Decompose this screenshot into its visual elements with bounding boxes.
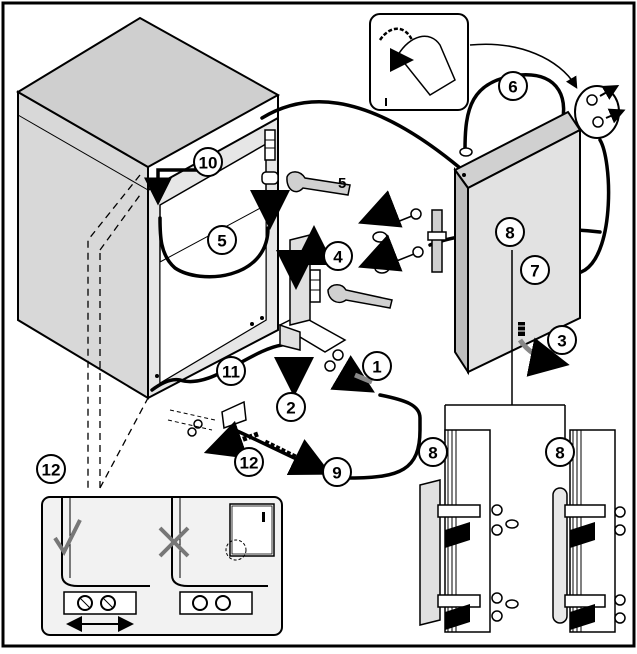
callout-circle xyxy=(193,147,223,177)
hinge-variant-flat-handle xyxy=(419,429,519,633)
callout-number: 10 xyxy=(199,154,218,173)
step-callout-12: 12 xyxy=(234,447,264,477)
callout-number: 11 xyxy=(222,363,240,382)
refrigerator-door xyxy=(427,110,582,376)
callout-number: 12 xyxy=(42,461,61,480)
callout-circle xyxy=(418,437,448,467)
callout-number: 6 xyxy=(508,78,517,97)
step-callout-1: 1 xyxy=(362,351,392,381)
callout-circle xyxy=(207,225,237,255)
callout-number: 8 xyxy=(428,444,437,463)
refrigerator-cabinet xyxy=(16,16,281,400)
callout-circle xyxy=(216,356,246,386)
leveling-detail-box xyxy=(41,496,283,636)
step-callout-12: 12 xyxy=(36,454,66,484)
step-callout-3: 3 xyxy=(547,325,577,355)
step-callout-9: 9 xyxy=(322,457,352,487)
door-ghost-outline xyxy=(87,174,149,489)
step-callout-4: 4 xyxy=(323,241,353,271)
callout-circle xyxy=(545,437,575,467)
step-callout-11: 11 xyxy=(216,356,246,386)
wrench-size-label: 5 xyxy=(338,175,346,192)
callout-circle xyxy=(276,392,306,422)
hand-detail-inset xyxy=(369,13,469,111)
callout-circle xyxy=(520,255,550,285)
callout-circle xyxy=(323,241,353,271)
cover-plugs xyxy=(574,85,626,139)
step-callout-8: 8 xyxy=(418,437,448,467)
check-mark-icon xyxy=(53,519,82,557)
step-callout-8: 8 xyxy=(545,437,575,467)
callout-circle xyxy=(498,71,528,101)
callout-number: 4 xyxy=(333,248,343,267)
direction-arrows xyxy=(203,190,375,475)
callout-number: 7 xyxy=(530,262,539,281)
callout-number: 9 xyxy=(332,464,341,483)
hinge-variant-bar-handle xyxy=(552,429,626,633)
callout-circle xyxy=(36,454,66,484)
callout-circle xyxy=(547,325,577,355)
step-callout-2: 2 xyxy=(276,392,306,422)
step-callout-5: 5 xyxy=(207,225,237,255)
callout-circle xyxy=(322,457,352,487)
cross-mark-icon xyxy=(158,526,190,558)
step-callout-10: 10 xyxy=(193,147,223,177)
callout-number: 1 xyxy=(372,358,381,377)
step-callout-7: 7 xyxy=(520,255,550,285)
callout-number: 8 xyxy=(555,444,564,463)
callout-number: 5 xyxy=(217,232,226,251)
step-callout-8: 8 xyxy=(495,217,525,247)
callout-number: 2 xyxy=(286,399,295,418)
callout-circle xyxy=(362,351,392,381)
callout-circle xyxy=(495,217,525,247)
step-callout-6: 6 xyxy=(498,71,528,101)
callout-number: 12 xyxy=(240,454,259,473)
callout-circle xyxy=(234,447,264,477)
callout-number: 3 xyxy=(557,332,566,351)
callout-number: 8 xyxy=(505,224,514,243)
